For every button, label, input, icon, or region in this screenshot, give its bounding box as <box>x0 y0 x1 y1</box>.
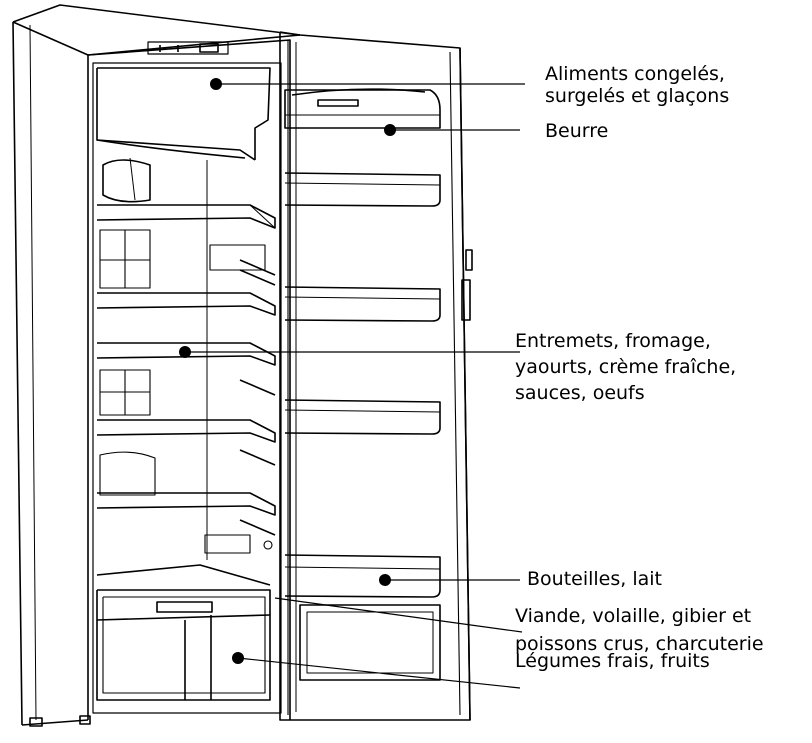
freezer-compartment <box>96 67 271 203</box>
fridge-cabinet <box>12 4 301 727</box>
label-bottles: Bouteilles, lait <box>527 568 662 590</box>
label-frozen-food: Aliments congelés, surgelés et glaçons <box>545 63 730 107</box>
label-vegetables: Légumes frais, fruits <box>515 650 710 672</box>
door-shelves <box>284 88 441 681</box>
marker-dairy <box>179 346 191 358</box>
label-dairy: Entremets, fromage, yaourts, crème fraîc… <box>515 330 737 404</box>
shelf-bins <box>99 229 273 554</box>
fridge-door <box>279 31 473 721</box>
label-meat: Viande, volaille, gibier et poissons cru… <box>515 605 764 655</box>
marker-dots <box>179 78 396 664</box>
marker-butter <box>384 124 396 136</box>
crisper-drawer <box>96 564 271 701</box>
marker-vegetables <box>232 652 244 664</box>
marker-frozen <box>210 78 222 90</box>
leader-lines <box>185 83 525 689</box>
label-butter: Beurre <box>545 120 609 142</box>
fridge-shelves <box>96 160 276 560</box>
marker-bottles <box>379 574 391 586</box>
